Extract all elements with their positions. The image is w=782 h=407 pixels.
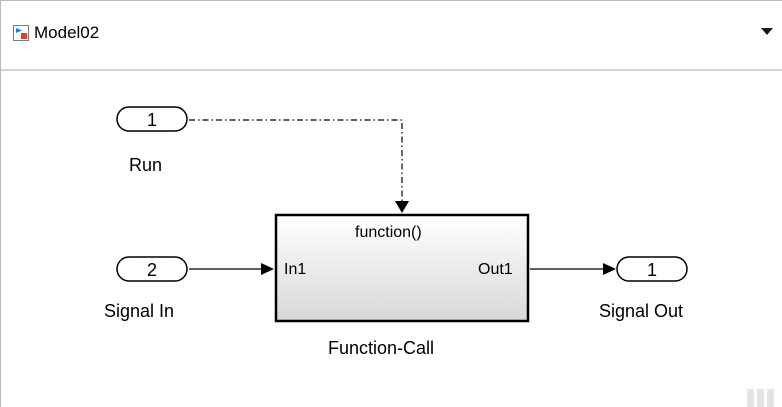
outport-signal-out-label[interactable]: Signal Out <box>599 301 684 321</box>
subsystem-input-port-label: In1 <box>284 261 307 278</box>
outport-signal-out-number: 1 <box>646 260 657 280</box>
inport-signal-in-label[interactable]: Signal In <box>104 301 175 321</box>
subsystem-trigger-port-label: function() <box>355 224 422 241</box>
signal-in-arrowhead <box>261 263 274 275</box>
inport-run-number: 1 <box>146 110 157 130</box>
model-name[interactable]: Model02 <box>34 23 100 42</box>
model-address-bar[interactable]: Model02 <box>1 1 782 71</box>
simulink-model-icon <box>13 25 29 41</box>
inport-run-label[interactable]: Run <box>129 155 163 175</box>
inport-signal-in-block[interactable] <box>116 256 188 282</box>
inport-run-block[interactable] <box>116 106 188 132</box>
subsystem-output-port-label: Out1 <box>478 261 513 278</box>
resize-grip-icon[interactable] <box>747 389 777 407</box>
signal-out-arrowhead <box>603 263 616 275</box>
subsystem-name-label[interactable]: Function-Call <box>328 338 435 358</box>
inport-signal-in-number: 2 <box>146 260 157 280</box>
trigger-arrowhead <box>395 201 409 213</box>
outport-signal-out-block[interactable] <box>616 256 688 282</box>
diagram-canvas[interactable]: 1 2 1 Run Signal In Signal Out function(… <box>1 71 782 407</box>
function-call-signal-line[interactable] <box>189 119 403 205</box>
chevron-down-icon[interactable] <box>761 28 773 35</box>
diagram-lines <box>116 106 688 323</box>
function-call-subsystem-block[interactable] <box>274 213 530 323</box>
